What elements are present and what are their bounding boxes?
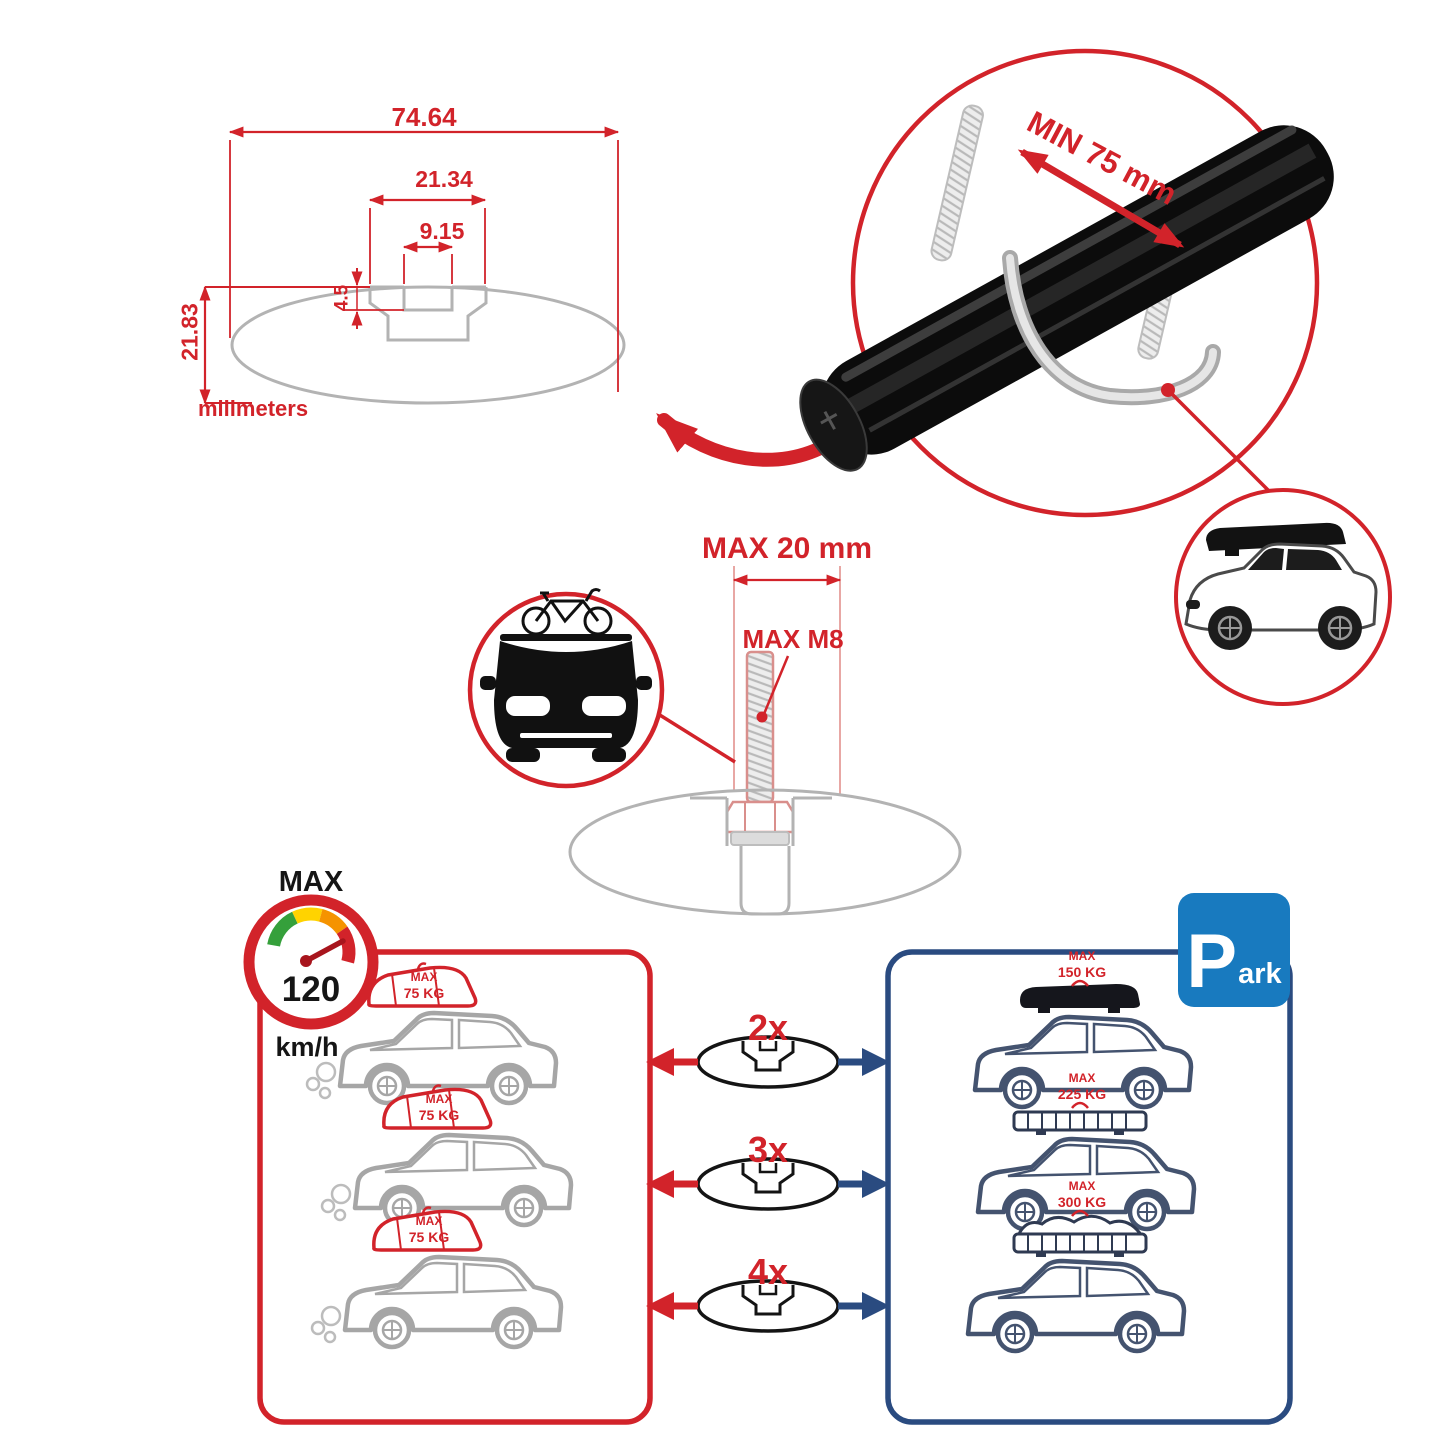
speedometer-icon xyxy=(243,894,379,1030)
parked-car-row-1 xyxy=(975,979,1191,1107)
bolt-max-length-label: MAX 20 mm xyxy=(701,532,873,565)
dim-total-width: 74.64 xyxy=(391,102,457,132)
dim-total-height: 21.83 xyxy=(176,303,203,361)
suv-roofbox-detail xyxy=(1174,488,1392,706)
dim-step-depth: 4.5 xyxy=(331,284,353,312)
u-bolt-rod-upper xyxy=(930,104,984,262)
multiplier-label-4x: 4x xyxy=(747,1251,789,1292)
right-arrow-icon xyxy=(862,1292,890,1320)
left-arrow-icon xyxy=(646,1170,674,1198)
left-arrow-icon xyxy=(646,1048,674,1076)
suv-with-roofbox-icon xyxy=(1184,522,1378,650)
dim-channel-width: 21.34 xyxy=(415,166,473,192)
connector-line-car-front xyxy=(654,710,736,764)
crossbar-profile-drawing xyxy=(199,126,835,467)
multiplier-row-3 xyxy=(646,1279,890,1333)
car-front-icon xyxy=(480,634,652,762)
bolt-max-thread-label: MAX M8 xyxy=(742,624,844,654)
right-arrow-icon xyxy=(862,1170,890,1198)
crossbar-3d xyxy=(799,125,1334,472)
multiplier-row-1 xyxy=(646,1035,890,1089)
clamp-strap xyxy=(1002,250,1221,406)
multiplier-row-2 xyxy=(646,1157,890,1211)
dimension-lines xyxy=(199,126,620,405)
multiplier-label-3x: 3x xyxy=(747,1129,789,1170)
connector-line-to-suv xyxy=(1166,388,1280,502)
right-arrow-icon xyxy=(862,1048,890,1076)
bolt-detail-drawing xyxy=(568,566,962,916)
speed-units: km/h xyxy=(275,1032,339,1062)
left-arrow-icon xyxy=(646,1292,674,1320)
multiplier-label-2x: 2x xyxy=(747,1007,789,1048)
park-sign-letter: P xyxy=(1186,919,1238,1005)
crossbar-clamp-detail xyxy=(799,48,1334,518)
leader-dot-m8 xyxy=(756,711,768,723)
min-clearance-arrow xyxy=(1017,148,1185,249)
parked-car-row-3 xyxy=(968,1209,1184,1351)
speed-value: 120 xyxy=(281,970,341,1009)
leader-line-m8 xyxy=(762,655,790,715)
park-sign: P ark xyxy=(1178,893,1290,1007)
park-sign-suffix: ark xyxy=(1238,958,1282,990)
pointer-arrow-to-profile xyxy=(656,413,835,467)
dim-slot-width: 9.15 xyxy=(419,218,465,244)
parked-car-row-2 xyxy=(978,1101,1194,1229)
car-front-bike-detail xyxy=(467,588,665,789)
t-bolt xyxy=(725,650,795,846)
channel-profile-under-bolt xyxy=(568,788,962,916)
speed-max-label: MAX xyxy=(278,866,344,898)
units-label: milimeters xyxy=(198,396,309,421)
